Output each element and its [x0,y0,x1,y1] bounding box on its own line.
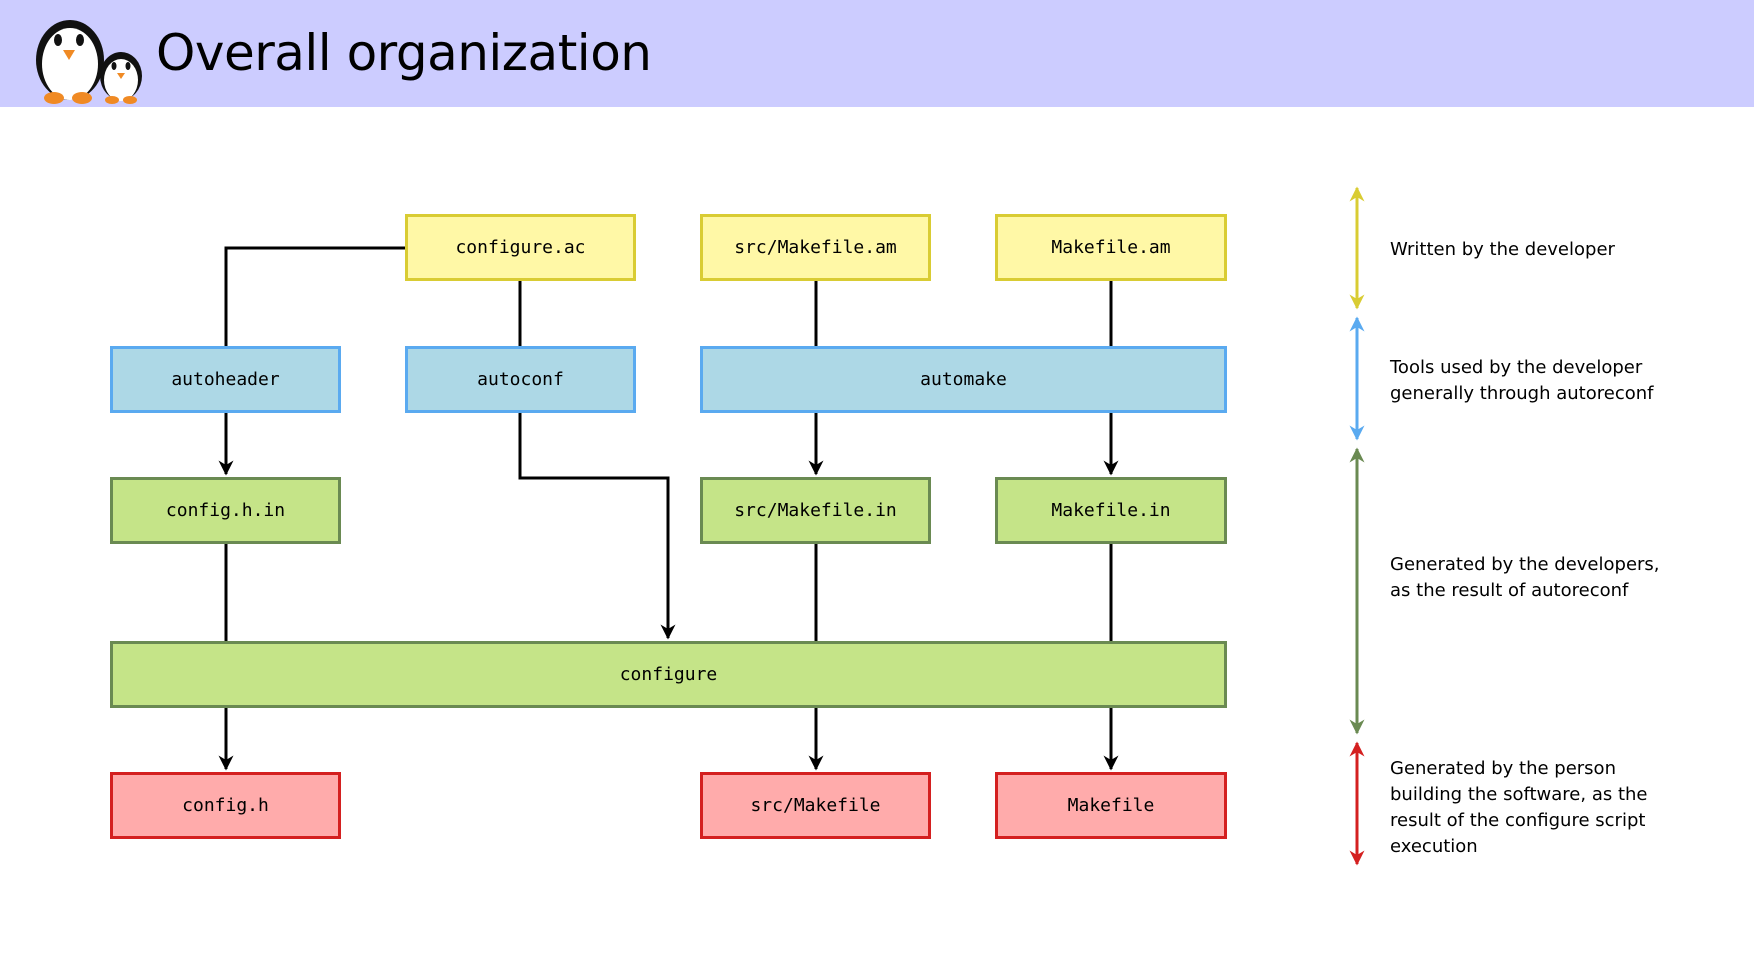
legend-generated-dev-line-1: Generated by the developers, [1390,554,1660,575]
edge-configure-ac-autoheader [224,246,405,346]
box-src-makefile: src/Makefile [700,772,931,839]
box-automake: automake [700,346,1227,413]
legend-generated-user-line-4: execution [1390,836,1478,857]
box-makefile: Makefile [995,772,1227,839]
box-configure: configure [110,641,1227,708]
box-autoconf: autoconf [405,346,636,413]
legend-tools-line-2: generally through autoreconf [1390,383,1654,404]
penguins-logo-icon [36,20,142,104]
edge-autoconf-configure [518,413,676,640]
box-config-h: config.h [110,772,341,839]
box-config-h-in: config.h.in [110,477,341,544]
legend-generated-dev-line-2: as the result of autoreconf [1390,580,1629,601]
legend-written: Written by the developer [1390,237,1740,263]
box-src-makefile-in: src/Makefile.in [700,477,931,544]
box-configure-ac: configure.ac [405,214,636,281]
header-bar: Overall organization [0,0,1754,107]
legend-generated-user: Generated by the person building the sof… [1390,756,1740,860]
slide-title: Overall organization [156,24,652,82]
box-autoheader: autoheader [110,346,341,413]
box-src-makefile-am: src/Makefile.am [700,214,931,281]
legend-written-line: Written by the developer [1390,239,1615,260]
legend-generated-user-line-2: building the software, as the [1390,784,1648,805]
legend-generated-user-line-3: result of the configure script [1390,810,1646,831]
legend-generated-user-line-1: Generated by the person [1390,758,1616,779]
box-makefile-am: Makefile.am [995,214,1227,281]
legend-generated-dev: Generated by the developers, as the resu… [1390,552,1740,604]
box-makefile-in: Makefile.in [995,477,1227,544]
legend-tools-line-1: Tools used by the developer [1390,357,1643,378]
legend-tools: Tools used by the developer generally th… [1390,355,1740,407]
